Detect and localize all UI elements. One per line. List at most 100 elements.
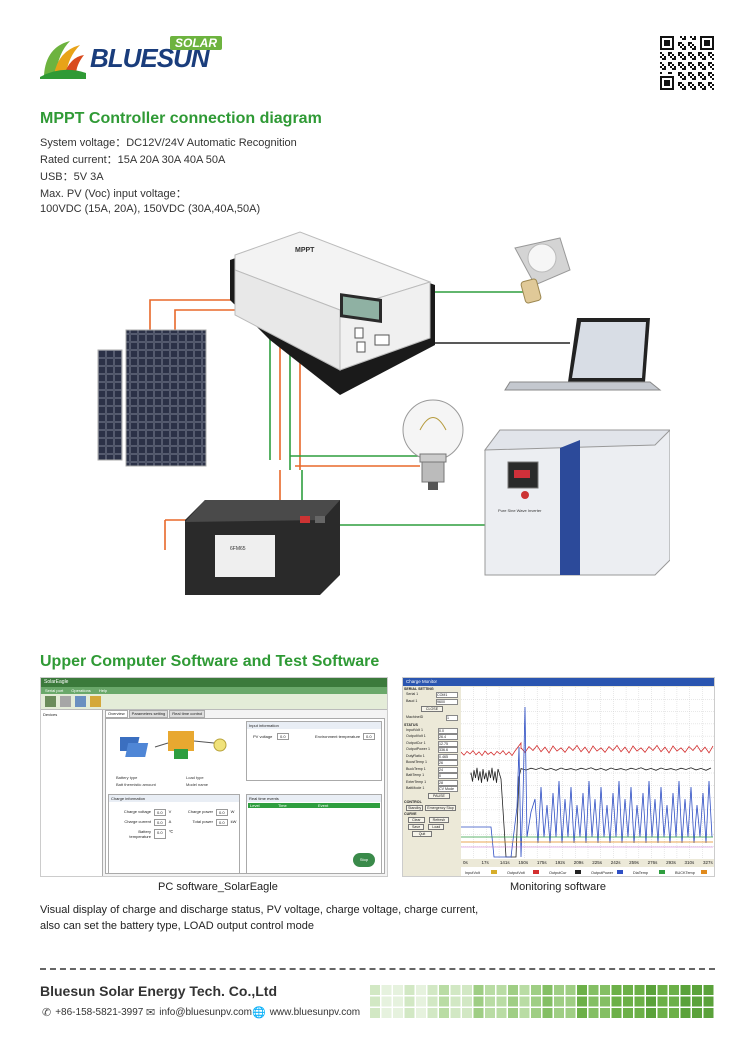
solar-panel-icon (97, 329, 207, 467)
events-col-level: Level (250, 803, 260, 808)
status-field-label: DutyRatio 1 (406, 753, 425, 758)
section-title-diagram: MPPT Controller connection diagram (40, 110, 322, 127)
status-field-value: 0.465 (438, 753, 458, 760)
status-field-value: 336.6 (438, 747, 458, 753)
status-field-label: OutputCur 1 (406, 740, 426, 745)
pc-menu-help[interactable]: Help (98, 688, 108, 693)
x-tick-label: 209s (574, 860, 585, 865)
settings-icon[interactable] (75, 696, 86, 707)
charge-info-title: Charge information (109, 795, 239, 802)
emergency-stop-button[interactable]: Emergency Stop (425, 805, 456, 811)
status-field-label: ExterTemp 1 (406, 779, 427, 784)
status-field: OutputCur 1 12.75 (406, 740, 458, 747)
com-label: Serial 1 (406, 692, 419, 696)
description-line-1: Visual display of charge and discharge s… (40, 904, 479, 916)
status-field: OutputVolt 1 26.4 (406, 734, 458, 740)
x-tick-label: 225s (592, 860, 603, 865)
clear-button[interactable]: Clear (408, 817, 425, 823)
quit-button[interactable]: Quit (412, 831, 432, 837)
tool-icon[interactable] (60, 696, 71, 707)
x-tick-label: 310s (685, 860, 696, 865)
brand-tag: SOLAR (170, 36, 222, 50)
status-field-label: BoostTemp 1 (406, 760, 427, 764)
machine-row: MachineID 1 (406, 715, 458, 721)
legend-swatch (701, 870, 707, 874)
env-temp-label: Environment temperature (315, 734, 361, 739)
tab-parameters[interactable]: Parameters setting (128, 710, 169, 718)
legend-item: DiaTemp (633, 870, 665, 875)
save-button[interactable]: Save (408, 824, 425, 830)
pause-button[interactable]: PAUSE (428, 793, 450, 799)
status-field-value: 12.75 (438, 740, 458, 747)
status-field-label: BuckTemp 1 (406, 766, 426, 771)
status-field-value: CV Mode (438, 786, 458, 792)
legend-swatch (491, 870, 497, 874)
load-type-label: Load type (186, 775, 204, 780)
refresh-button[interactable]: Refresh (428, 817, 450, 823)
baud-select[interactable]: 9600 (436, 699, 458, 705)
help-icon[interactable] (90, 696, 101, 707)
events-box: Real time events Level Time Event Stop (246, 794, 382, 874)
inverter-cabinet-icon: Pure Sine Wave Inverter (483, 429, 670, 576)
pv-voltage-value: 0.0 (277, 733, 289, 740)
pc-overview-panel: Battery type Batt thermistic amount Load… (105, 718, 385, 874)
led-bulb-icon (514, 237, 571, 304)
status-field: BuckTemp 1 24 (406, 766, 458, 773)
control-title: CONTROL (404, 800, 422, 804)
legend-label: OutputCur (549, 871, 567, 875)
x-tick-label: 276s (648, 860, 659, 865)
tab-realtime[interactable]: Real time control (169, 710, 206, 718)
control-row: Standby Emergency Stop (406, 805, 458, 811)
pc-menu-operations[interactable]: Operations (71, 688, 91, 693)
pc-window-title: SolarEagle (41, 678, 387, 687)
legend-label: BUCKTemp (675, 871, 695, 875)
events-col-event: Event (318, 803, 329, 808)
website[interactable]: www.bluesunpv.com (269, 1007, 361, 1018)
legend-item: OutputVolt (507, 870, 539, 875)
charge-field-unit: ℃ (168, 829, 174, 834)
load-button[interactable]: Load (428, 824, 445, 830)
spec-pv-voltage-values: 100VDC (15A, 20A), 150VDC (30A,40A,50A) (40, 203, 261, 215)
status-field-value: 26.4 (438, 734, 458, 740)
com-select[interactable]: COM1 (436, 692, 458, 698)
load-mode-label: Model name (186, 782, 209, 787)
status-field-value: 24 (438, 766, 458, 773)
tab-overview[interactable]: Overview (105, 710, 128, 718)
pc-menu-serial[interactable]: Serial port (45, 688, 64, 693)
status-field-label: OutputVolt 1 (406, 734, 426, 738)
sun-logo-icon (40, 41, 86, 79)
email-address[interactable]: info@bluesunpv.com (159, 1007, 253, 1018)
close-button[interactable]: CLOSE (421, 706, 443, 712)
legend-item: OutputPower (591, 870, 623, 875)
charge-field-label: Battery temperature (129, 829, 151, 839)
connect-icon[interactable] (45, 696, 56, 707)
x-tick-label: 192s (555, 860, 566, 865)
pc-toolbar (41, 694, 387, 710)
tree-root-devices[interactable]: Devices (43, 712, 58, 717)
pc-software-caption: PC software_SolarEagle (158, 881, 278, 893)
inverter-label: Pure Sine Wave Inverter (498, 508, 542, 513)
standby-button[interactable]: Standby (406, 805, 424, 811)
pc-software-screenshot: SolarEagle Serial port Operations Help D… (40, 677, 388, 877)
curve-row-1: Clear Refresh (408, 817, 456, 823)
spec-max-pv: Max. PV (Voc) input voltage： (40, 188, 187, 200)
legend-swatch (575, 870, 581, 874)
company-name: Bluesun Solar Energy Tech. Co.,Ltd (40, 983, 277, 999)
description-line-2: also can set the battery type, LOAD outp… (40, 920, 314, 932)
stop-button[interactable]: Stop (353, 853, 375, 867)
x-tick-label: 150s (518, 860, 529, 865)
machine-value[interactable]: 1 (446, 715, 458, 721)
legend-swatch (659, 870, 665, 874)
footer-email: ✉ info@bluesunpv.com (146, 1006, 252, 1019)
mppt-controller-icon: MPPT (230, 231, 435, 395)
x-tick-label: 0s (463, 860, 469, 865)
com-row: Serial 1 COM1 (406, 692, 458, 698)
batt-status-label: Batt thermistic amount (116, 782, 156, 787)
x-tick-label: 175s (537, 860, 548, 865)
charge-field-unit: A (168, 819, 172, 824)
charge-field-unit: V (168, 809, 172, 814)
